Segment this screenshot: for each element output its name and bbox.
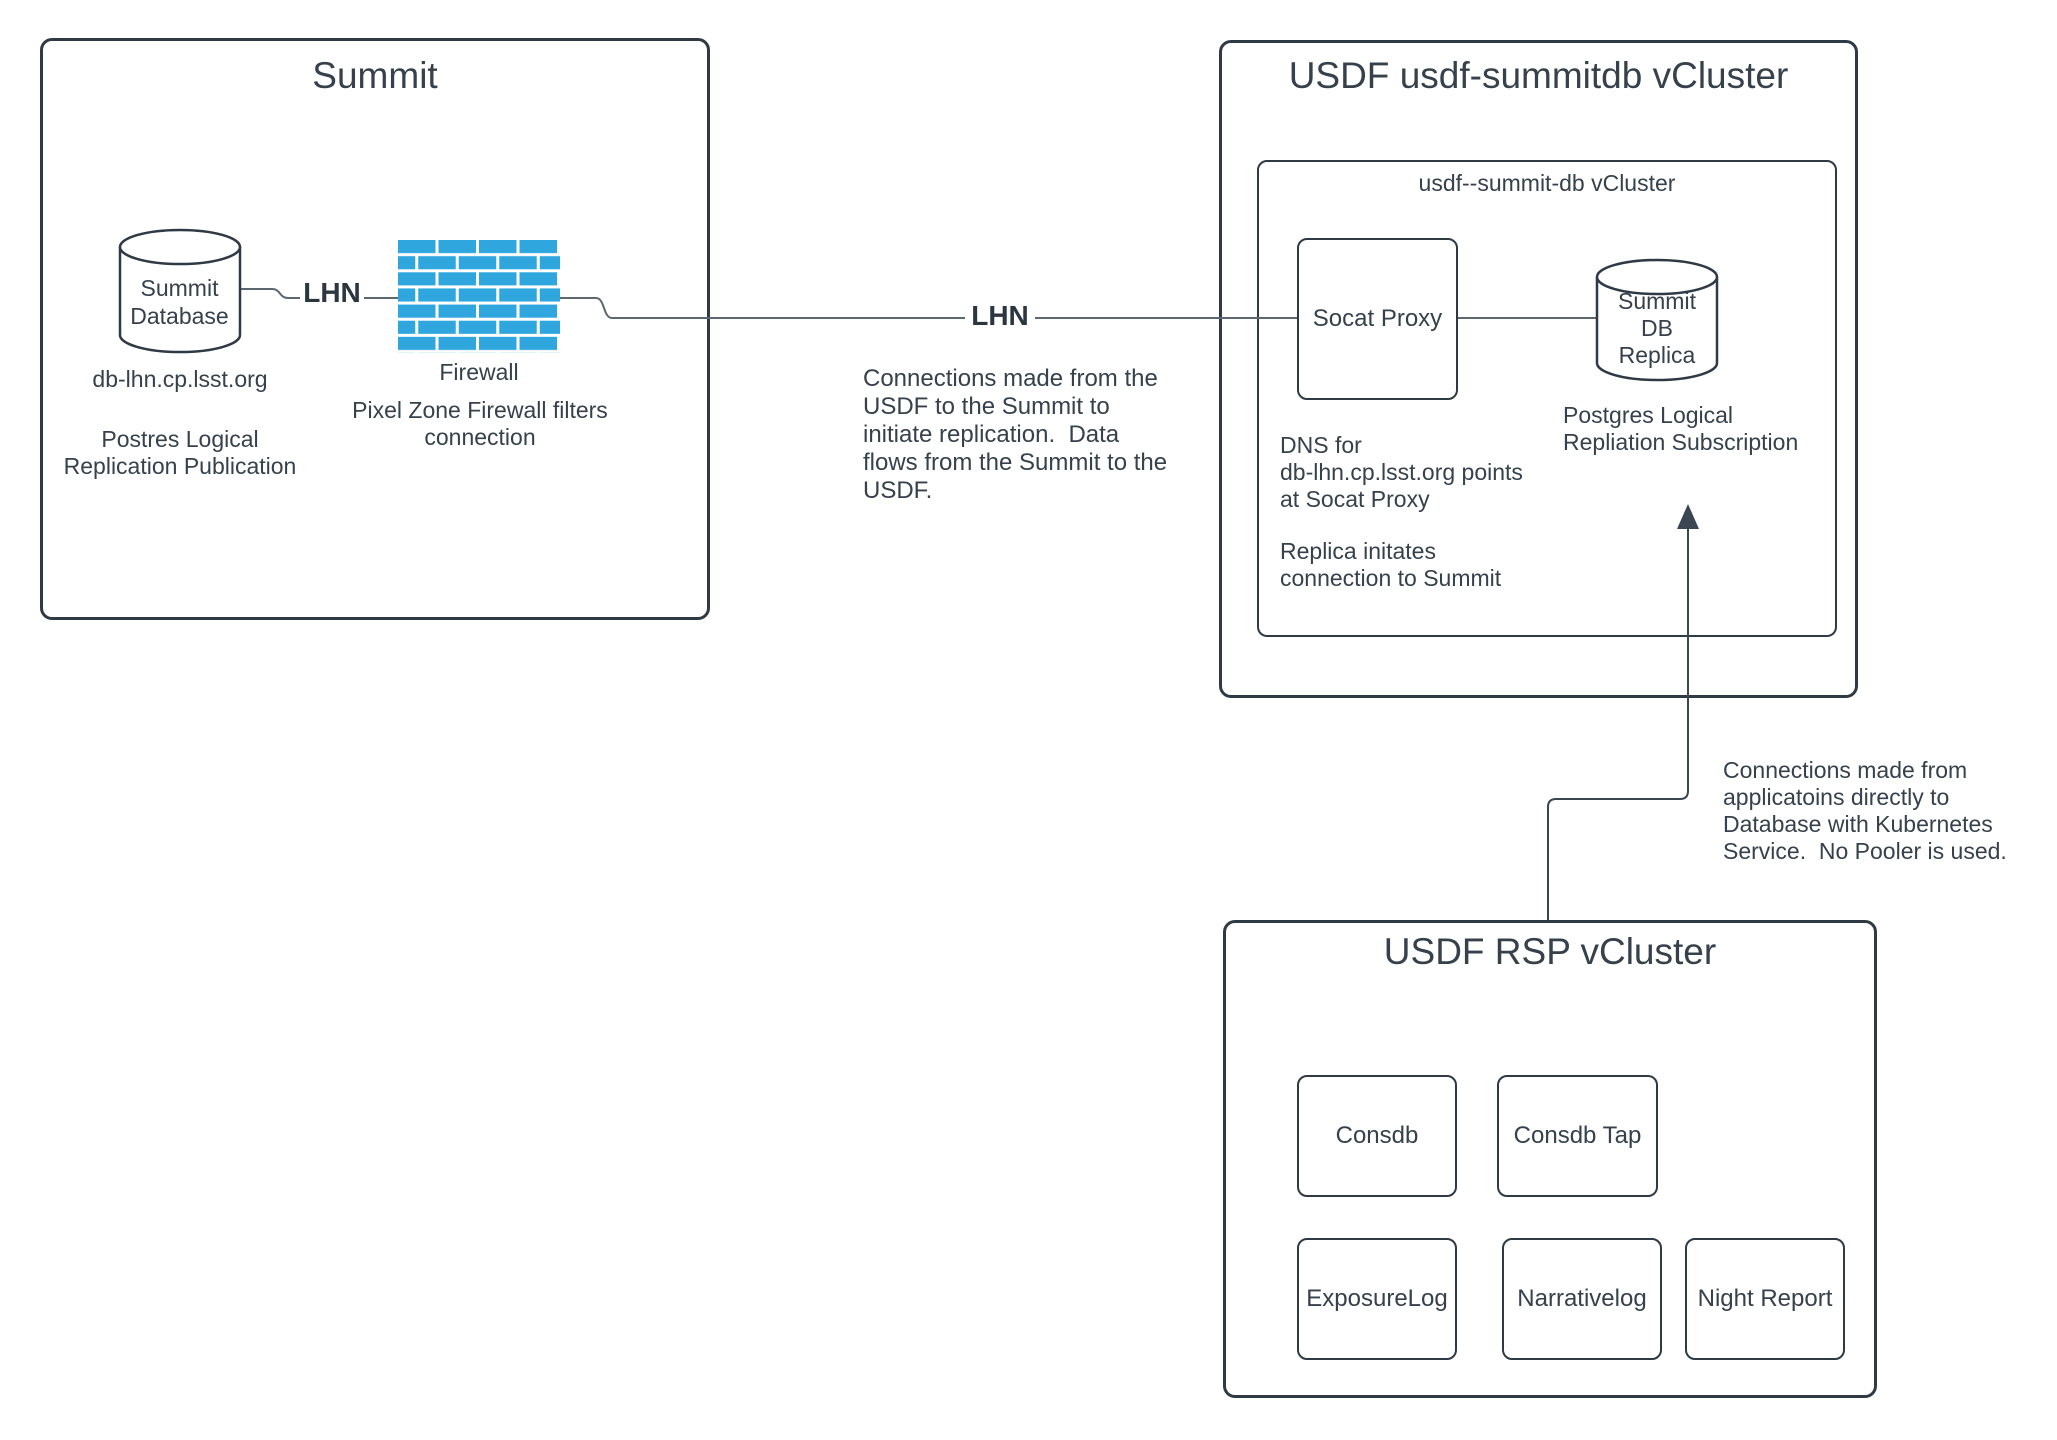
narrativelog-label: Narrativelog (1517, 1285, 1647, 1312)
replica-initiates-note: Replica initates connection to Summit (1280, 538, 1502, 591)
summit-title: Summit (312, 55, 438, 96)
firewall-note: Pixel Zone Firewall filters connection (352, 397, 608, 450)
lhn-label-wan: LHN (971, 300, 1029, 331)
replication-direction-note: Connections made from the USDF to the Su… (863, 365, 1168, 504)
exposurelog-node: ExposureLog (1297, 1238, 1457, 1360)
usdf-summit-db-inner-title: usdf--summit-db vCluster (1418, 170, 1676, 196)
firewall-label: Firewall (439, 359, 519, 385)
summit-database-label: Summit Database (130, 275, 229, 329)
db-hostname-label: db-lhn.cp.lsst.org (92, 366, 268, 392)
lhn-label-summit: LHN (303, 277, 361, 308)
night-report-label: Night Report (1697, 1285, 1833, 1312)
summit-db-replica-label: Summit DB Replica (1618, 288, 1696, 368)
consdb-label: Consdb (1335, 1122, 1419, 1149)
db-publication-note: Postres Logical Replication Publication (63, 426, 297, 479)
subscription-note: Postgres Logical Repliation Subscription (1563, 402, 1799, 455)
socat-proxy-label: Socat Proxy (1312, 305, 1443, 332)
socat-proxy-node: Socat Proxy (1297, 238, 1458, 400)
narrativelog-node: Narrativelog (1502, 1238, 1662, 1360)
apps-direct-connection-note: Connections made from applicatoins direc… (1723, 757, 2007, 864)
dns-note: DNS for db-lhn.cp.lsst.org points at Soc… (1280, 432, 1523, 512)
usdf-rsp-title: USDF RSP vCluster (1383, 931, 1717, 972)
consdb-node: Consdb (1297, 1075, 1457, 1197)
usdf-summitdb-title: USDF usdf-summitdb vCluster (1288, 55, 1789, 96)
exposurelog-label: ExposureLog (1306, 1285, 1448, 1312)
consdb-tap-label: Consdb Tap (1513, 1122, 1642, 1149)
consdb-tap-node: Consdb Tap (1497, 1075, 1658, 1197)
night-report-node: Night Report (1685, 1238, 1845, 1360)
